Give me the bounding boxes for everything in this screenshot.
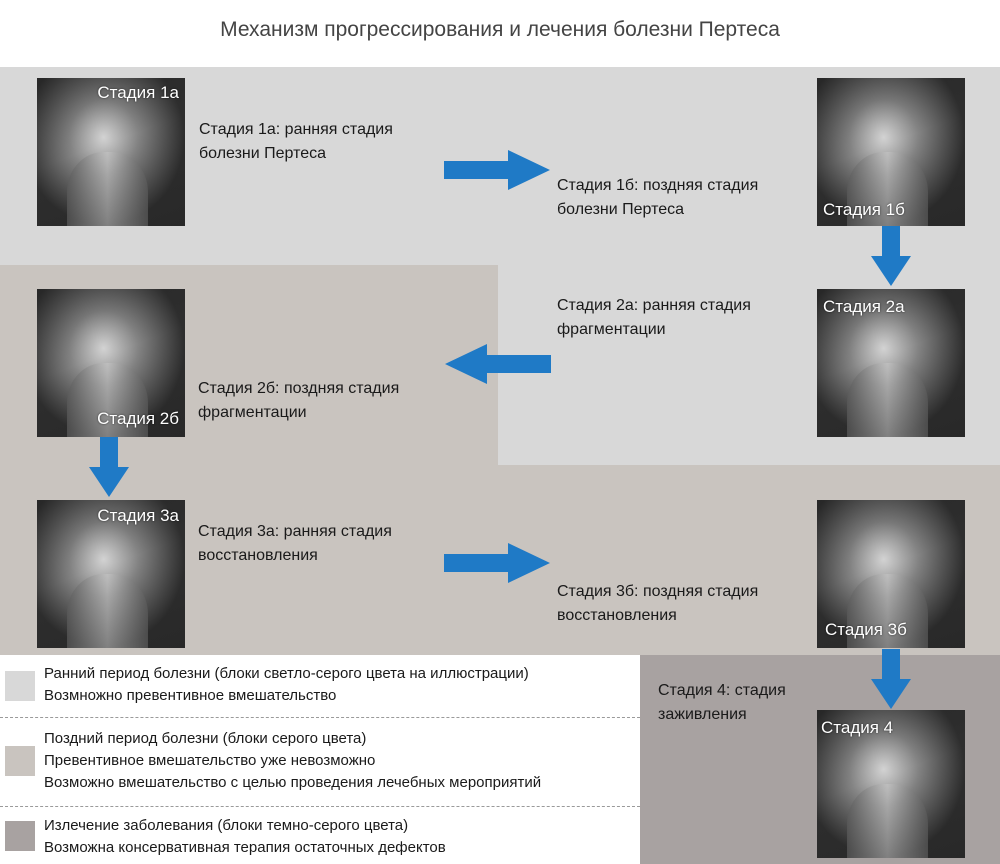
- legend-swatch-mid: [5, 746, 35, 776]
- legend-early: Ранний период болезни (блоки светло-серо…: [0, 655, 640, 717]
- arrow-down-icon: [871, 226, 911, 286]
- xray-label: Стадия 2а: [823, 297, 905, 316]
- stage-2a-line-1: Стадия 2а: ранняя стадия: [557, 297, 751, 314]
- stage-1a-line-2: болезни Пертеса: [199, 145, 327, 162]
- xray-stage-1b: Стадия 1б: [817, 78, 965, 226]
- stage-4-line-2: заживления: [658, 706, 747, 723]
- stage-2b-description: Стадия 2б: поздняя стадия фрагментации: [198, 377, 399, 425]
- legend-line: Возмножно превентивное вмешательство: [44, 687, 337, 704]
- legend-line: Ранний период болезни (блоки светло-серо…: [44, 665, 529, 682]
- legend-healing: Излечение заболевания (блоки темно-серог…: [0, 807, 640, 864]
- stage-3b-line-2: восстановления: [557, 607, 677, 624]
- xray-label: Стадия 2б: [97, 409, 179, 428]
- stage-3a-line-2: восстановления: [198, 547, 318, 564]
- legend-line: Излечение заболевания (блоки темно-серог…: [44, 817, 409, 834]
- stage-1b-description: Стадия 1б: поздняя стадия болезни Пертес…: [557, 174, 758, 222]
- stage-1b-line-1: Стадия 1б: поздняя стадия: [557, 177, 759, 194]
- page-title: Механизм прогрессирования и лечения боле…: [220, 18, 780, 41]
- stage-3b-description: Стадия 3б: поздняя стадия восстановления: [557, 580, 758, 628]
- xray-label: Стадия 3а: [97, 506, 179, 525]
- stage-4-description: Стадия 4: стадия заживления: [658, 679, 786, 727]
- legend-swatch-dark: [5, 821, 35, 851]
- stage-1a-line-1: Стадия 1а: ранняя стадия: [199, 121, 393, 138]
- legend-line: Поздний период болезни (блоки серого цве…: [44, 730, 367, 747]
- legend-text: Ранний период болезни (блоки светло-серо…: [44, 663, 529, 707]
- legend-swatch-light: [5, 671, 35, 701]
- stage-4-line-1: Стадия 4: стадия: [658, 682, 786, 699]
- stage-1b-line-2: болезни Пертеса: [557, 201, 685, 218]
- legend-divider: [0, 717, 640, 718]
- arrow-left-icon: [445, 344, 551, 384]
- stage-2b-line-1: Стадия 2б: поздняя стадия: [198, 380, 400, 397]
- xray-label: Стадия 1а: [97, 83, 179, 102]
- legend-text: Поздний период болезни (блоки серого цве…: [44, 728, 541, 794]
- xray-stage-3b: Стадия 3б: [817, 500, 965, 648]
- stage-3a-description: Стадия 3а: ранняя стадия восстановления: [198, 520, 392, 568]
- legend-late: Поздний период болезни (блоки серого цве…: [0, 718, 640, 806]
- xray-stage-3a: Стадия 3а: [37, 500, 185, 648]
- xray-stage-4: Стадия 4: [817, 710, 965, 858]
- stage-3a-line-1: Стадия 3а: ранняя стадия: [198, 523, 392, 540]
- stage-2a-description: Стадия 2а: ранняя стадия фрагментации: [557, 294, 751, 342]
- xray-label: Стадия 3б: [825, 620, 907, 639]
- stage-2b-line-2: фрагментации: [198, 404, 307, 421]
- xray-stage-1a: Стадия 1а: [37, 78, 185, 226]
- stage-3b-line-1: Стадия 3б: поздняя стадия: [557, 583, 759, 600]
- stage-2a-line-2: фрагментации: [557, 321, 666, 338]
- legend-text: Излечение заболевания (блоки темно-серог…: [44, 815, 446, 859]
- xray-stage-2a: Стадия 2а: [817, 289, 965, 437]
- legend-line: Возможно вмешательство с целью проведени…: [44, 774, 542, 791]
- arrow-down-icon: [89, 437, 129, 497]
- stage-1a-description: Стадия 1а: ранняя стадия болезни Пертеса: [199, 118, 393, 166]
- legend-line: Возможна консервативная терапия остаточн…: [44, 839, 446, 856]
- xray-label: Стадия 4: [821, 718, 894, 737]
- arrow-right-icon: [444, 543, 550, 583]
- legend-line: Превентивное вмешательство уже невозможн…: [44, 752, 376, 769]
- legend-divider: [0, 806, 640, 807]
- arrow-right-icon: [444, 150, 550, 190]
- xray-stage-2b: Стадия 2б: [37, 289, 185, 437]
- xray-label: Стадия 1б: [823, 200, 905, 219]
- arrow-down-icon: [871, 649, 911, 709]
